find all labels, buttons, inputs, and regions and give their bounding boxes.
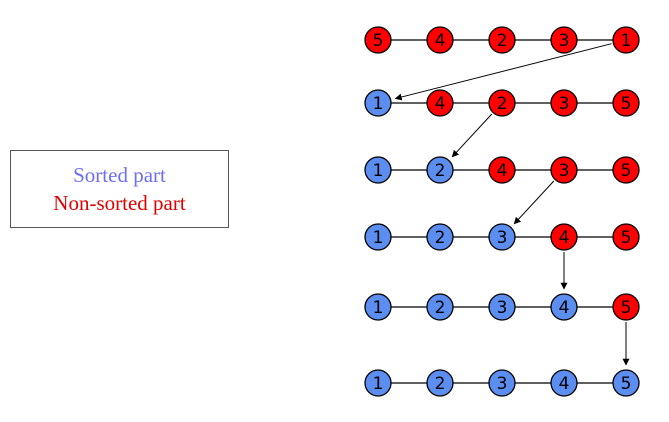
node-row-6-col-1: 1	[364, 369, 392, 397]
node-row-4-col-2: 2	[426, 223, 454, 251]
node-row-5-col-1: 1	[364, 293, 392, 321]
node-value: 5	[621, 161, 632, 181]
node-value: 1	[373, 228, 384, 248]
node-value: 3	[497, 298, 508, 318]
node-value: 3	[497, 228, 508, 248]
node-circle	[364, 223, 392, 251]
node-value: 3	[559, 31, 570, 51]
node-value: 4	[559, 228, 570, 248]
node-row-4-col-4: 4	[550, 223, 578, 251]
node-circle	[612, 369, 640, 397]
node-circle	[426, 293, 454, 321]
node-circle	[612, 223, 640, 251]
node-value: 3	[559, 94, 570, 114]
node-row-3-col-5: 5	[612, 156, 640, 184]
node-circle	[550, 26, 578, 54]
arrows-layer	[394, 43, 630, 366]
node-row-1-col-2: 4	[426, 26, 454, 54]
node-value: 2	[435, 228, 446, 248]
node-circle	[612, 26, 640, 54]
node-value: 1	[373, 161, 384, 181]
node-value: 4	[559, 298, 570, 318]
swap-arrow-3	[513, 180, 555, 225]
node-row-6-col-3: 3	[488, 369, 516, 397]
node-row-6-col-4: 4	[550, 369, 578, 397]
node-row-1-col-3: 2	[488, 26, 516, 54]
node-value: 5	[373, 31, 384, 51]
node-circle	[426, 223, 454, 251]
node-circle	[550, 369, 578, 397]
node-row-1-col-4: 3	[550, 26, 578, 54]
node-circle	[550, 89, 578, 117]
swap-arrow-2	[451, 113, 493, 158]
node-circle	[426, 156, 454, 184]
node-circle	[550, 223, 578, 251]
node-circle	[612, 89, 640, 117]
node-circle	[550, 293, 578, 321]
node-row-3-col-4: 3	[550, 156, 578, 184]
node-row-3-col-3: 4	[488, 156, 516, 184]
swap-arrow-1	[394, 43, 612, 101]
node-circle	[612, 293, 640, 321]
node-row-5-col-3: 3	[488, 293, 516, 321]
node-circle	[364, 293, 392, 321]
node-value: 4	[559, 374, 570, 394]
node-row-3-col-2: 2	[426, 156, 454, 184]
node-circle	[364, 156, 392, 184]
node-circle	[488, 26, 516, 54]
node-row-2-col-3: 2	[488, 89, 516, 117]
node-value: 5	[621, 298, 632, 318]
node-circle	[488, 223, 516, 251]
node-circle	[488, 369, 516, 397]
node-value: 3	[559, 161, 570, 181]
node-row-5-col-4: 4	[550, 293, 578, 321]
node-value: 2	[497, 94, 508, 114]
node-row-4-col-3: 3	[488, 223, 516, 251]
node-value: 2	[435, 161, 446, 181]
node-row-5-col-5: 5	[612, 293, 640, 321]
node-value: 5	[621, 374, 632, 394]
node-circle	[426, 369, 454, 397]
node-row-1-col-5: 1	[612, 26, 640, 54]
node-circle	[364, 26, 392, 54]
node-circle	[612, 156, 640, 184]
node-value: 2	[497, 31, 508, 51]
node-value: 1	[373, 298, 384, 318]
node-value: 4	[435, 94, 446, 114]
node-circle	[364, 369, 392, 397]
legend-unsorted-label: Non-sorted part	[53, 191, 186, 215]
node-value: 5	[621, 228, 632, 248]
node-row-2-col-4: 3	[550, 89, 578, 117]
node-circle	[426, 26, 454, 54]
node-row-1-col-1: 5	[364, 26, 392, 54]
node-row-2-col-5: 5	[612, 89, 640, 117]
node-row-4-col-1: 1	[364, 223, 392, 251]
node-row-6-col-2: 2	[426, 369, 454, 397]
node-row-3-col-1: 1	[364, 156, 392, 184]
legend-box: Sorted part Non-sorted part	[10, 150, 229, 228]
node-value: 1	[621, 31, 632, 51]
node-row-2-col-2: 4	[426, 89, 454, 117]
node-circle	[488, 89, 516, 117]
node-row-2-col-1: 1	[364, 89, 392, 117]
node-circle	[550, 156, 578, 184]
node-row-6-col-5: 5	[612, 369, 640, 397]
node-value: 1	[373, 94, 384, 114]
node-value: 2	[435, 298, 446, 318]
node-row-5-col-2: 2	[426, 293, 454, 321]
node-value: 4	[497, 161, 508, 181]
node-value: 2	[435, 374, 446, 394]
node-circle	[488, 293, 516, 321]
node-circle	[364, 89, 392, 117]
legend-sorted-label: Sorted part	[73, 163, 166, 187]
node-row-4-col-5: 5	[612, 223, 640, 251]
node-circle	[426, 89, 454, 117]
node-circle	[488, 156, 516, 184]
node-value: 4	[435, 31, 446, 51]
node-value: 1	[373, 374, 384, 394]
nodes-layer: 5 4 2 3 1 1 4 2 3 5 1 2 4 3 5 1 2 3 4 5 1 2 3 4 5 1 2 3 4 5	[364, 26, 640, 397]
node-value: 3	[497, 374, 508, 394]
node-value: 5	[621, 94, 632, 114]
